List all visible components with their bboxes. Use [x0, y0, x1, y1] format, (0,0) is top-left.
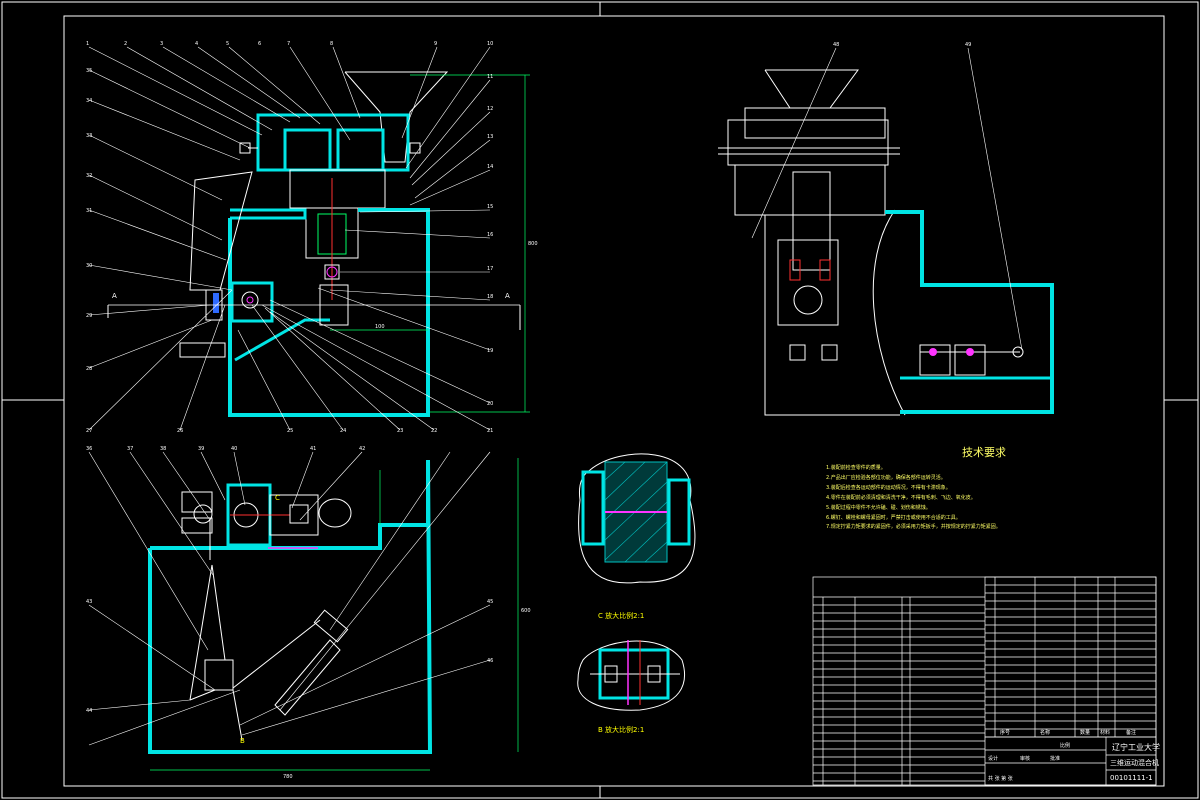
tech-item-4: 4.零件在装配前必须清理和清洗干净，不得有毛刺、飞边、氧化皮。: [826, 494, 976, 501]
main-part-11: 11: [487, 74, 493, 80]
tb-col-material: 材料: [1100, 729, 1110, 736]
tb-drawing-number: 00101111-1: [1110, 774, 1153, 782]
tb-designer: 设计: [988, 755, 998, 762]
tb-sheet: 共 张 第 张: [988, 775, 1013, 782]
main-part-3: 3: [160, 41, 163, 47]
dim-section-width: 780: [283, 774, 293, 780]
sec-part-38: 38: [160, 446, 166, 452]
tech-item-1: 1.装配前检查零件的质量。: [826, 464, 886, 471]
side-part-49: 49: [965, 42, 971, 48]
main-part-15: 15: [487, 204, 493, 210]
main-view: A A 800 100: [86, 41, 538, 434]
main-body-frame: [230, 208, 307, 220]
main-part-12: 12: [487, 106, 493, 112]
main-part-10: 10: [487, 41, 493, 47]
title-block: [812, 576, 1157, 786]
main-part-28: 28: [86, 366, 92, 372]
side-chute: [792, 171, 831, 271]
tb-col-no: 序号: [1000, 729, 1010, 736]
main-part-20: 20: [487, 401, 493, 407]
main-part-35: 35: [86, 68, 92, 74]
tb-scale: 比例: [1060, 742, 1070, 749]
main-part-17: 17: [487, 266, 493, 272]
detail-c-outline: [578, 453, 696, 584]
detail-b-outline: [577, 640, 686, 711]
tech-item-7: 7.规定拧紧力矩要求的紧固件，必须采用力矩扳手，并按规定的拧紧力矩紧固。: [826, 523, 1001, 530]
detail-views: C 放大比例2:1 B 放大比例2:1: [577, 453, 696, 734]
tech-item-3: 3.装配后检查各运动部件的运动情况，不得有卡滞现象。: [826, 484, 951, 491]
sec-part-44: 44: [86, 708, 92, 714]
main-part-30: 30: [86, 263, 92, 269]
side-view: 48 49: [718, 42, 1054, 416]
main-part-23: 23: [397, 428, 403, 434]
sec-part-41: 41: [310, 446, 316, 452]
sec-part-39: 39: [198, 446, 204, 452]
section-mark-left: A: [112, 292, 117, 300]
view-mark-b: B: [240, 737, 245, 745]
dim-section-height: 600: [521, 608, 531, 614]
sec-part-40: 40: [231, 446, 237, 452]
main-part-1: 1: [86, 41, 89, 47]
view-mark-c: C: [275, 494, 280, 502]
dim-main-small: 100: [375, 324, 385, 330]
side-frame: [885, 210, 1054, 414]
main-part-19: 19: [487, 348, 493, 354]
tb-school: 辽宁工业大学: [1112, 742, 1160, 752]
section-mark-right: A: [505, 292, 510, 300]
main-part-5: 5: [226, 41, 229, 47]
sec-part-43: 43: [86, 599, 92, 605]
main-part-32: 32: [86, 173, 92, 179]
main-part-22: 22: [431, 428, 437, 434]
main-part-29: 29: [86, 313, 92, 319]
main-part-21: 21: [487, 428, 493, 434]
main-part-14: 14: [487, 164, 493, 170]
main-part-7: 7: [287, 41, 290, 47]
detail-b-caption: B 放大比例2:1: [598, 725, 644, 734]
sec-part-36: 36: [86, 446, 92, 452]
tb-drawing-name: 三维运动混合机: [1110, 758, 1159, 767]
main-hopper: [344, 71, 449, 163]
left-gearbox: [230, 281, 274, 323]
dim-main-height: 800: [528, 241, 538, 247]
tech-item-5: 5.装配过程中零件不允许磕、碰、划伤和锈蚀。: [826, 504, 931, 511]
main-part-13: 13: [487, 134, 493, 140]
tech-requirements: 技术要求 1.装配前检查零件的质量。 2.产品出厂应检验各部位功能，确保各部件运…: [826, 446, 1006, 530]
main-part-27: 27: [86, 428, 92, 434]
tech-item-2: 2.产品出厂应检验各部位功能，确保各部件运转灵活。: [826, 474, 946, 481]
side-part-48: 48: [833, 42, 839, 48]
main-part-16: 16: [487, 232, 493, 238]
main-part-31: 31: [86, 208, 92, 214]
sec-part-37: 37: [127, 446, 133, 452]
main-part-26: 26: [177, 428, 183, 434]
sec-part-45: 45: [487, 599, 493, 605]
section-frame: [148, 459, 433, 754]
main-part-6: 6: [258, 41, 261, 47]
main-part-25: 25: [287, 428, 293, 434]
tb-checker: 审核: [1020, 755, 1030, 762]
main-part-9: 9: [434, 41, 437, 47]
detail-c-caption: C 放大比例2:1: [598, 611, 644, 620]
main-part-2: 2: [124, 41, 127, 47]
tb-col-remark: 备注: [1126, 729, 1136, 736]
main-part-18: 18: [487, 294, 493, 300]
side-hopper: [764, 69, 859, 109]
main-part-8: 8: [330, 41, 333, 47]
main-part-24: 24: [340, 428, 346, 434]
side-door: [189, 171, 253, 291]
tb-col-name: 名称: [1040, 729, 1050, 736]
tb-approver: 批准: [1050, 755, 1060, 762]
tech-title: 技术要求: [962, 446, 1006, 459]
tb-col-qty: 数量: [1080, 729, 1090, 736]
sec-part-46: 46: [487, 658, 493, 664]
title-block-text: 序号 名称 数量 材料 备注 设计 审核 批准 比例 共 张 第 张 辽宁工业大…: [988, 729, 1160, 782]
main-part-34: 34: [86, 98, 92, 104]
sec-part-42: 42: [359, 446, 365, 452]
section-view: 780 600 C B 36 37 38 39 40 41: [86, 446, 531, 780]
main-part-33: 33: [86, 133, 92, 139]
tech-item-6: 6.螺钉、螺栓和螺母紧固时，严禁打击或使用不合适的工具。: [826, 514, 961, 521]
main-part-4: 4: [195, 41, 198, 47]
